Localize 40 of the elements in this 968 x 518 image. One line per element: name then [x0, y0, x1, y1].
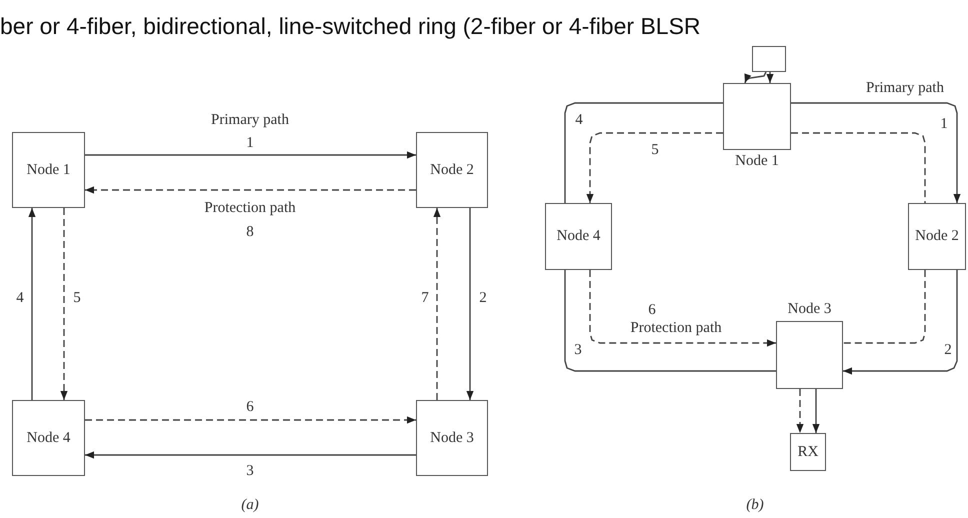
connector-arrow — [85, 186, 416, 194]
connector-arrow — [433, 208, 441, 400]
node-box — [416, 132, 488, 208]
node-label: Node 4 — [26, 428, 70, 448]
path-label: Protection path — [629, 320, 723, 336]
node-box — [908, 203, 966, 270]
connector-arrow — [28, 208, 36, 400]
panel-label: (b) — [744, 496, 766, 514]
node-label: Node 2 — [430, 160, 474, 180]
path-label: Primary path — [864, 80, 946, 96]
node-label: Node 4 — [556, 227, 600, 246]
node-label: Node 1 — [26, 160, 70, 180]
node-box — [790, 433, 826, 471]
node-label: Node 3 — [788, 300, 832, 319]
node-label: Node 3 — [430, 428, 474, 448]
connector-arrow — [85, 151, 416, 159]
node-box — [416, 400, 488, 476]
node-box — [12, 132, 85, 208]
node-label: Node 2 — [915, 227, 959, 246]
connector-arrow — [586, 132, 723, 203]
connector-arrow — [812, 389, 820, 433]
connector-arrow — [766, 72, 774, 83]
path-label: Primary path — [209, 112, 291, 128]
node-box — [545, 203, 612, 270]
connector-arrow — [466, 208, 474, 400]
connector-arrow — [60, 208, 68, 400]
heading: ber or 4-fiber, bidirectional, line-switched ring (2-fiber or 4-fiber BLSR — [0, 13, 701, 40]
connector-arrow — [744, 72, 767, 84]
connector-arrow — [589, 270, 776, 347]
connector-arrow — [85, 451, 416, 459]
path-label: Protection path — [202, 200, 298, 216]
node-label: Node 1 — [735, 152, 779, 171]
transmitter-box — [752, 46, 786, 72]
connector-arrow — [796, 389, 804, 433]
connector-arrow — [791, 102, 961, 203]
connector-arrow — [85, 416, 416, 424]
node-label: RX — [798, 442, 818, 462]
node-box — [12, 400, 85, 476]
panel-label: (a) — [239, 496, 261, 514]
connector-arrow — [843, 270, 958, 375]
